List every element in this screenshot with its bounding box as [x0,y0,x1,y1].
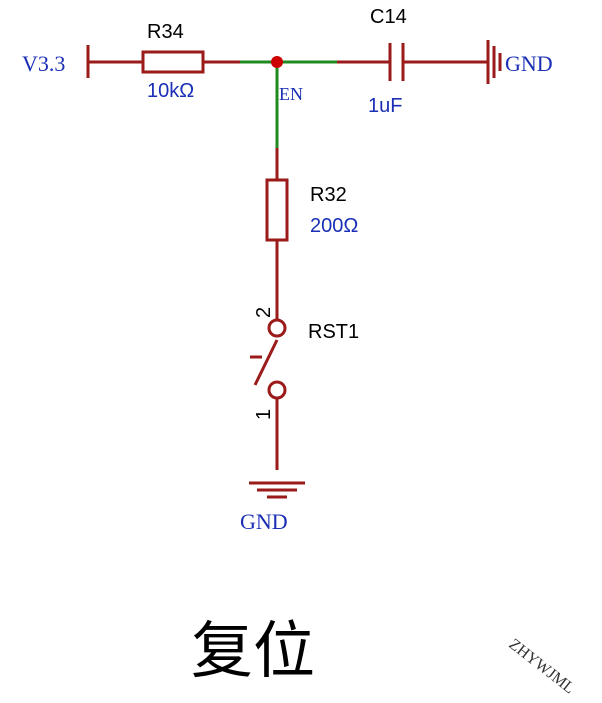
rst1-ref-label: RST1 [308,321,359,343]
gnd-symbol-right [486,40,502,84]
rst1-pin2-label: 2 [253,307,275,318]
r34-value-label: 10kΩ [147,80,194,102]
r32-resistor [265,148,289,320]
rst1-switch [250,318,287,470]
gnd-bottom-net-label: GND [240,509,288,534]
gnd-right-net-label: GND [505,51,553,76]
c14-capacitor [337,43,488,81]
r32-ref-label: R32 [310,184,347,206]
r34-resistor [141,50,240,74]
diagram-title: 复位 [191,614,315,687]
en-net-wires [240,60,337,148]
rst1-pin1-label: 1 [253,409,275,420]
r32-value-label: 200Ω [310,215,358,237]
en-junction-dot [271,56,283,68]
watermark-text: ZHYWJML [506,636,578,698]
c14-value-label: 1uF [368,95,402,117]
v33-net-label: V3.3 [22,51,65,76]
c14-ref-label: C14 [370,6,407,28]
r34-ref-label: R34 [147,21,184,43]
en-net-label: EN [279,84,303,104]
v33-power-port [86,45,143,78]
gnd-symbol-bottom [249,481,305,499]
